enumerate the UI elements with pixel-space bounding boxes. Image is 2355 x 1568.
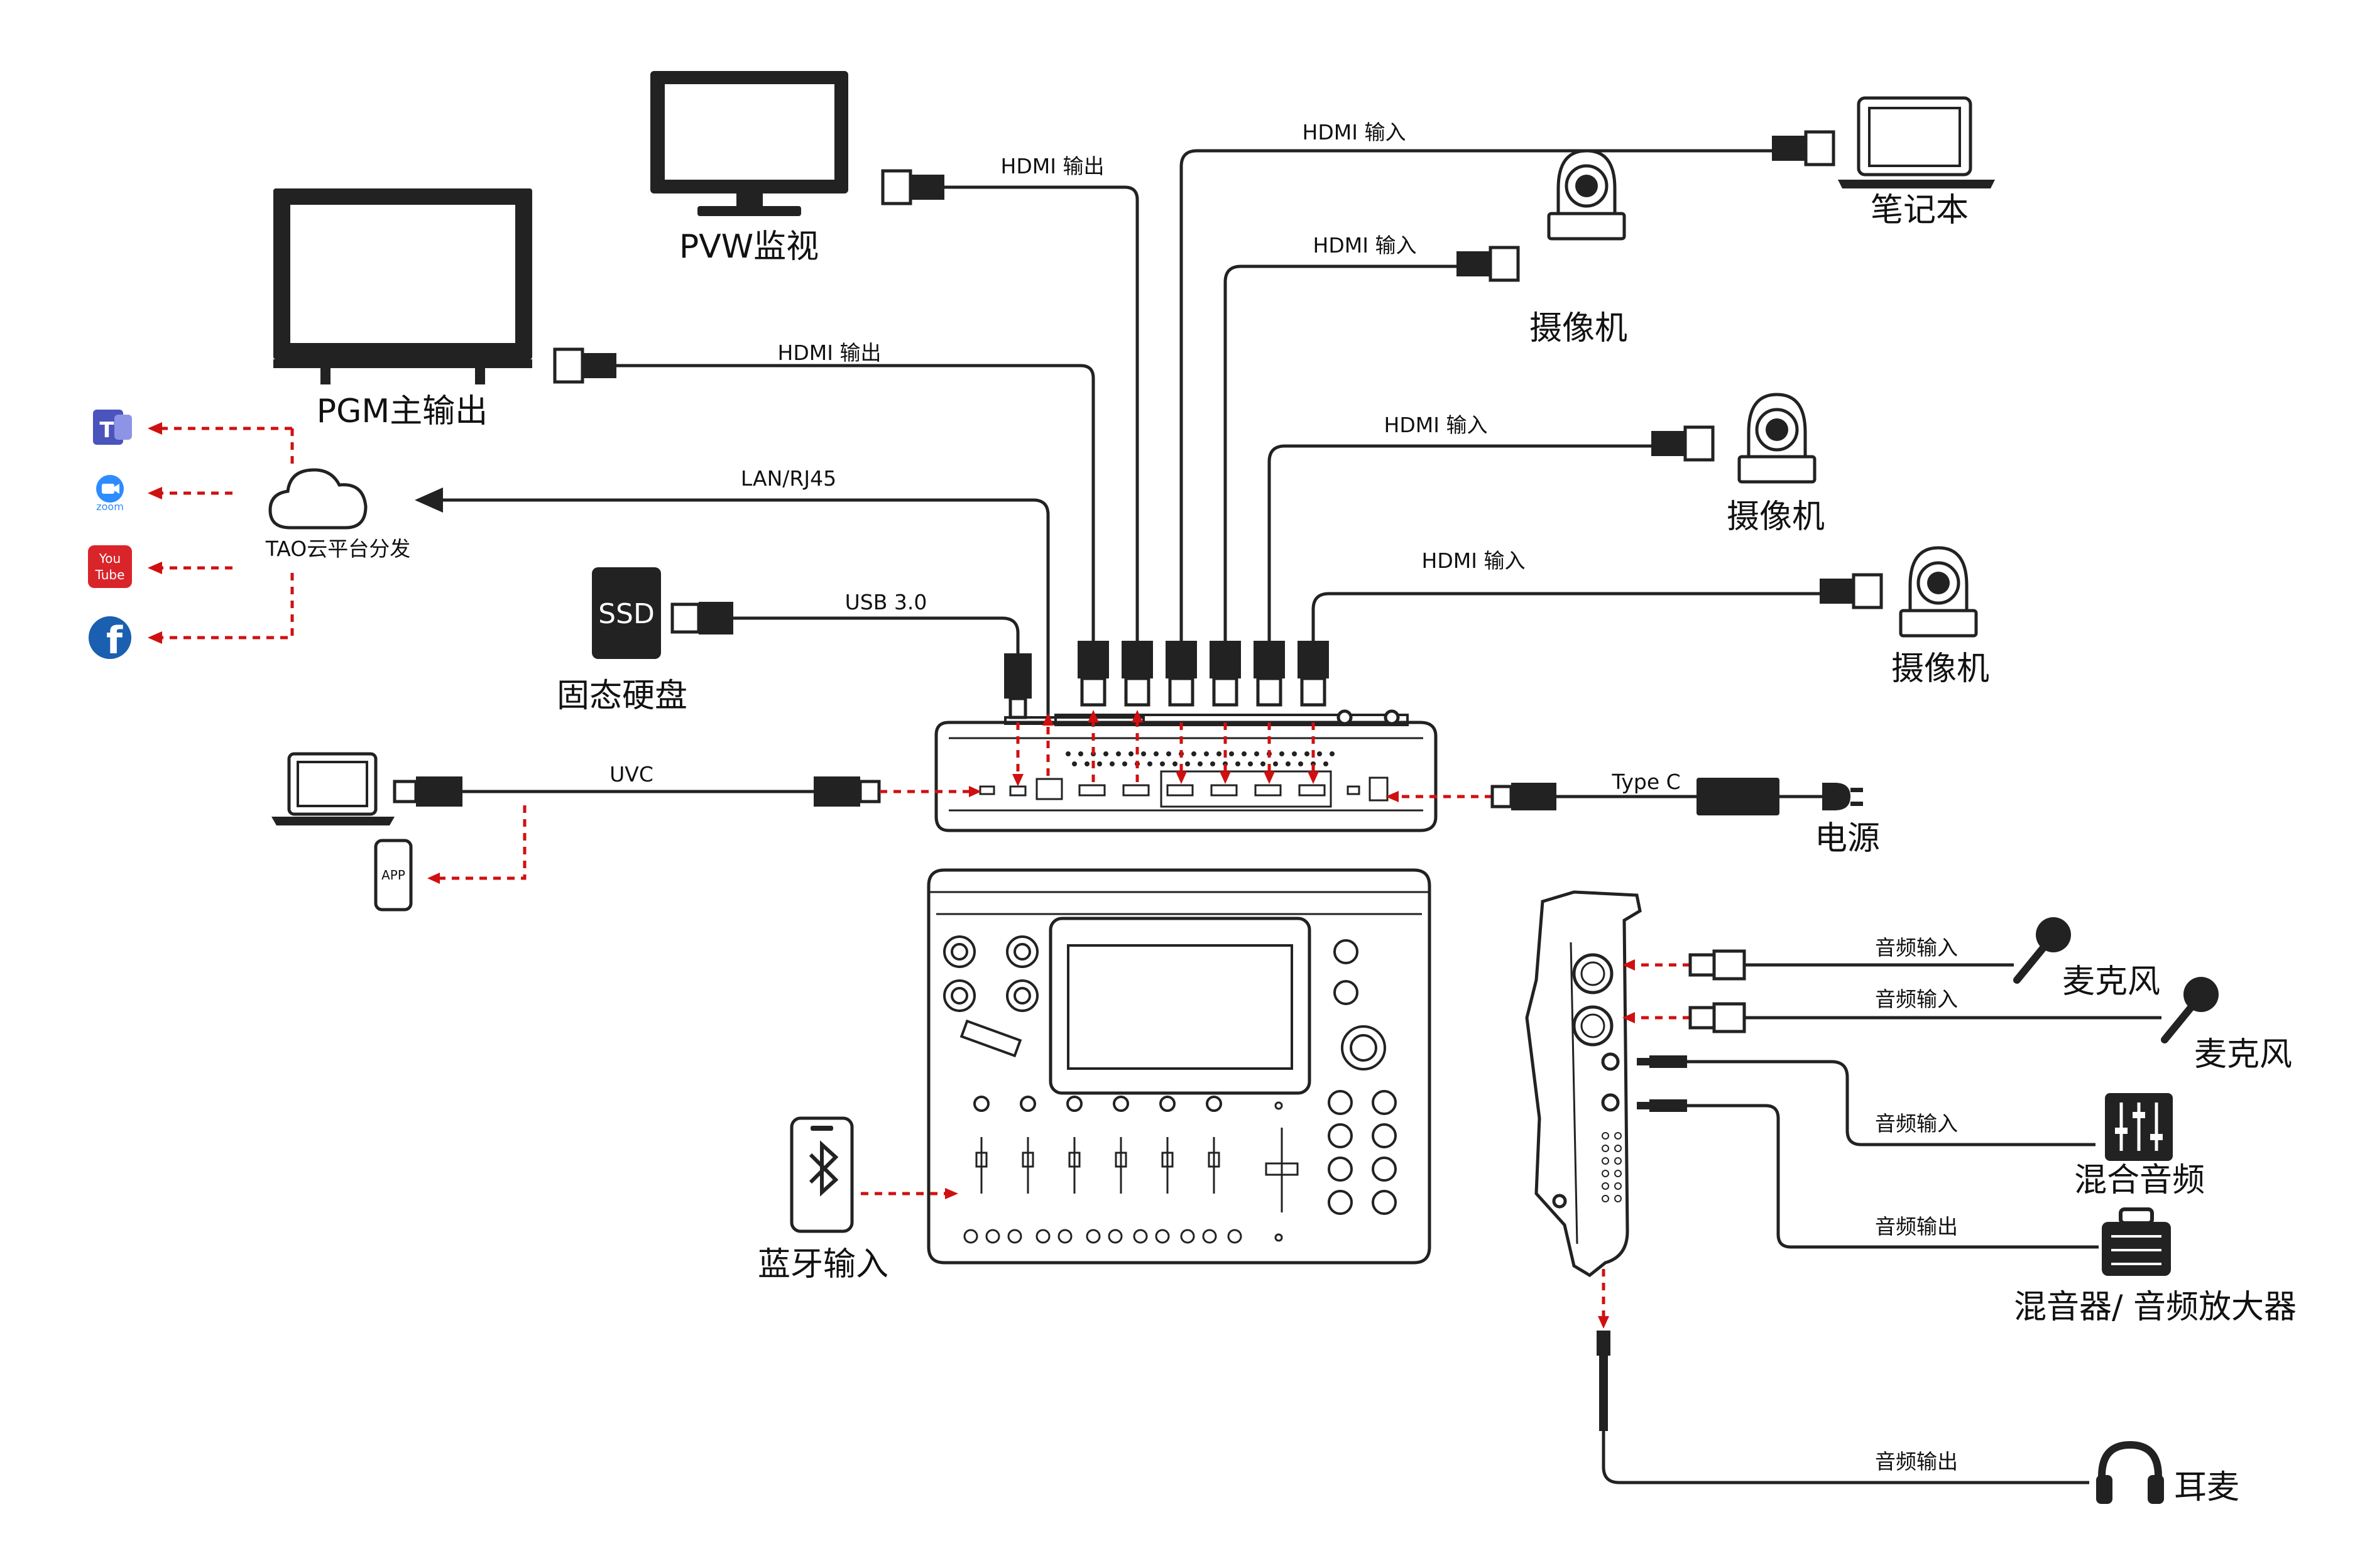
cable-label-audio-in-mixer: 音频输入: [1875, 1111, 1958, 1136]
hdmi-plug-cam1: [1456, 246, 1520, 282]
mixer-audio-label: 混合音频: [2074, 1162, 2205, 1199]
youtube-icon: You Tube: [88, 545, 132, 588]
cable-label-uvc: UVC: [609, 762, 653, 787]
hdmi-port-plugs: [1078, 641, 1329, 707]
power-plug-icon: [1822, 783, 1863, 810]
phone-app: APP: [374, 839, 413, 912]
bluetooth-label: 蓝牙输入: [758, 1246, 888, 1283]
cable-label-audio-in-mic2: 音频输入: [1875, 987, 1958, 1011]
cable-label-usb: USB 3.0: [845, 590, 927, 614]
pvw-monitor-label: PVW监视: [679, 228, 819, 266]
hdmi-plug-pvw: [881, 169, 944, 205]
teams-icon: T: [93, 410, 132, 445]
hdmi-plug-cam3: [1820, 573, 1883, 609]
app-label: APP: [381, 868, 405, 883]
mic-1-label: 麦克风: [2062, 963, 2160, 1001]
svg-text:Tube: Tube: [95, 567, 125, 582]
camera-3: [1899, 546, 1978, 638]
hdmi-plug-pgm: [553, 347, 616, 384]
laptop-top-label: 笔记本: [1871, 192, 1969, 229]
cloud-icon: [268, 468, 368, 530]
camera-3-label: 摄像机: [1891, 650, 1989, 688]
cable-label-hdmi-in-cam3: HDMI 输入: [1422, 548, 1526, 573]
microphone-2-icon: [2161, 977, 2219, 1043]
switcher-top-panel: [927, 868, 1431, 1265]
camera-1: [1547, 149, 1626, 241]
hdmi-plug-laptop: [1772, 130, 1835, 166]
laptop-uvc: [271, 752, 395, 825]
pgm-output-label: PGM主输出: [317, 393, 488, 430]
cable-label-hdmi-in-laptop: HDMI 输入: [1303, 120, 1406, 144]
camera-2-label: 摄像机: [1727, 498, 1825, 536]
switcher-rear: [934, 709, 1438, 832]
amplifier-label: 混音器/ 音频放大器: [2014, 1288, 2297, 1326]
mic-2-label: 麦克风: [2194, 1036, 2292, 1074]
ssd-drive: SSD: [592, 567, 661, 659]
facebook-icon: f: [89, 616, 131, 663]
svg-text:T: T: [99, 418, 114, 443]
zoom-icon: zoom: [96, 475, 124, 513]
ssd-text: SSD: [598, 598, 655, 630]
pgm-monitor: [273, 188, 532, 384]
camera-1-label: 摄像机: [1529, 310, 1627, 347]
cable-label-audio-in-mic1: 音频输入: [1875, 935, 1958, 960]
ssd-label: 固态硬盘: [557, 677, 687, 715]
cable-label-audio-out-headphone: 音频输出: [1875, 1449, 1958, 1474]
svg-text:You: You: [99, 551, 121, 566]
camera-2: [1737, 393, 1817, 484]
cable-label-audio-out-amp: 音频输出: [1875, 1214, 1958, 1239]
cable-label-hdmi-in-cam1: HDMI 输入: [1313, 233, 1417, 258]
cable-label-typec: Type C: [1611, 770, 1680, 794]
headphone-icon: [2096, 1440, 2164, 1504]
laptop-top: [1838, 96, 1995, 188]
cable-label-hdmi-out-pgm: HDMI 输出: [778, 340, 882, 365]
cloud-label: TAO云平台分发: [265, 536, 411, 561]
bluetooth-phone: [790, 1116, 854, 1233]
amplifier-icon: [2102, 1207, 2171, 1276]
audio-mixer-icon: [2105, 1093, 2173, 1161]
svg-text:zoom: zoom: [96, 501, 124, 513]
power-label: 电源: [1815, 820, 1880, 858]
pvw-monitor: [650, 71, 848, 216]
cable-label-hdmi-out-pvw: HDMI 输出: [1001, 154, 1105, 178]
switcher-side-panel: [1525, 890, 1642, 1278]
hdmi-plug-cam2: [1651, 425, 1715, 462]
svg-text:f: f: [106, 619, 123, 663]
cable-label-hdmi-in-cam2: HDMI 输入: [1384, 413, 1488, 437]
cable-label-lan: LAN/RJ45: [741, 466, 836, 491]
headphone-label: 耳麦: [2174, 1469, 2239, 1506]
microphone-1-icon: [2013, 917, 2071, 984]
